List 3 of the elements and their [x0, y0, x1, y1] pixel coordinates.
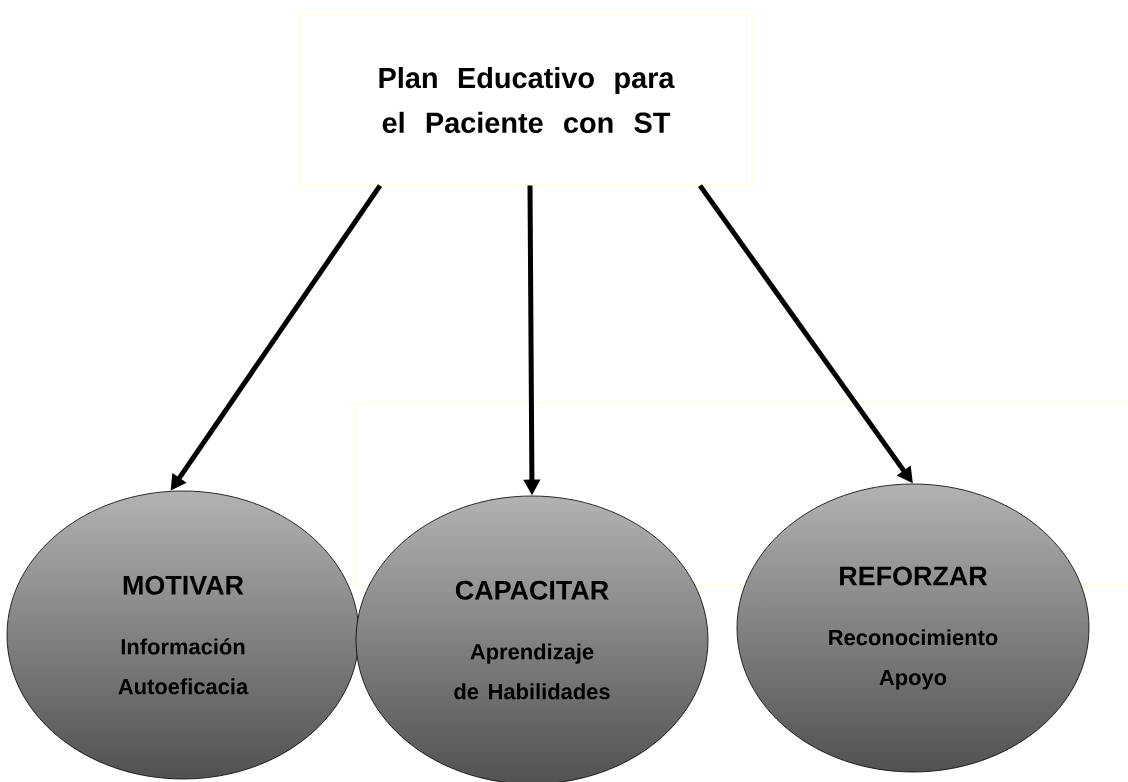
title-box: Plan Educativo para el Paciente con ST: [299, 14, 753, 186]
ellipse-node: REFORZAR Reconocimiento Apoyo: [736, 483, 1090, 773]
ellipse-node: MOTIVAR Información Autoeficacia: [6, 490, 360, 780]
